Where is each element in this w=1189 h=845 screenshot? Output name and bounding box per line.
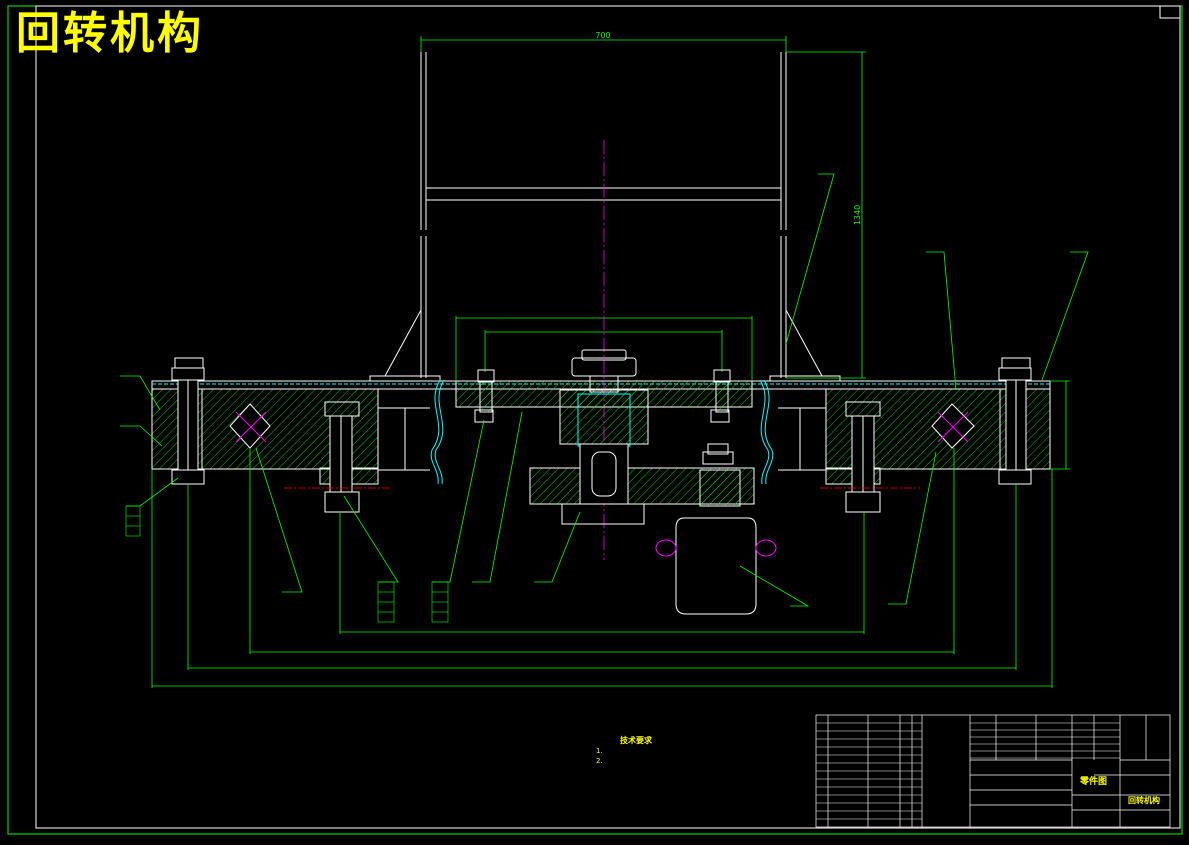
title-block-assembly-name: 回转机构 <box>1128 796 1160 805</box>
tech-requirement-2: 2. <box>596 757 603 765</box>
tech-requirement-1: 1. <box>596 747 603 755</box>
wave-seals <box>430 379 774 485</box>
center-hub <box>455 380 755 525</box>
title-block-part-drawing: 零件图 <box>1080 777 1108 787</box>
dim-top-width <box>420 36 787 52</box>
hub-nuts <box>571 349 734 465</box>
main-bolts <box>171 357 1032 513</box>
motor <box>655 517 777 615</box>
bearing-balls <box>229 403 975 449</box>
drawing-title: 回转机构 <box>16 8 204 59</box>
inner-frame <box>35 5 1181 829</box>
dim-top-width-label: 700 <box>595 31 610 40</box>
tech-requirements-title: 技术要求 <box>620 736 652 745</box>
stand-frame <box>369 52 841 382</box>
dim-bottom <box>151 380 1070 688</box>
hub-bolts <box>474 369 731 423</box>
dim-height <box>786 51 866 379</box>
tech-requirements: 技术要求 1. 2. <box>596 736 676 766</box>
dim-height-label: 1340 <box>853 205 862 225</box>
part-balloon-stack <box>125 505 449 623</box>
title-block-rows <box>816 722 1120 820</box>
title-block-grid <box>815 714 1171 828</box>
frame-corner <box>1159 6 1180 19</box>
